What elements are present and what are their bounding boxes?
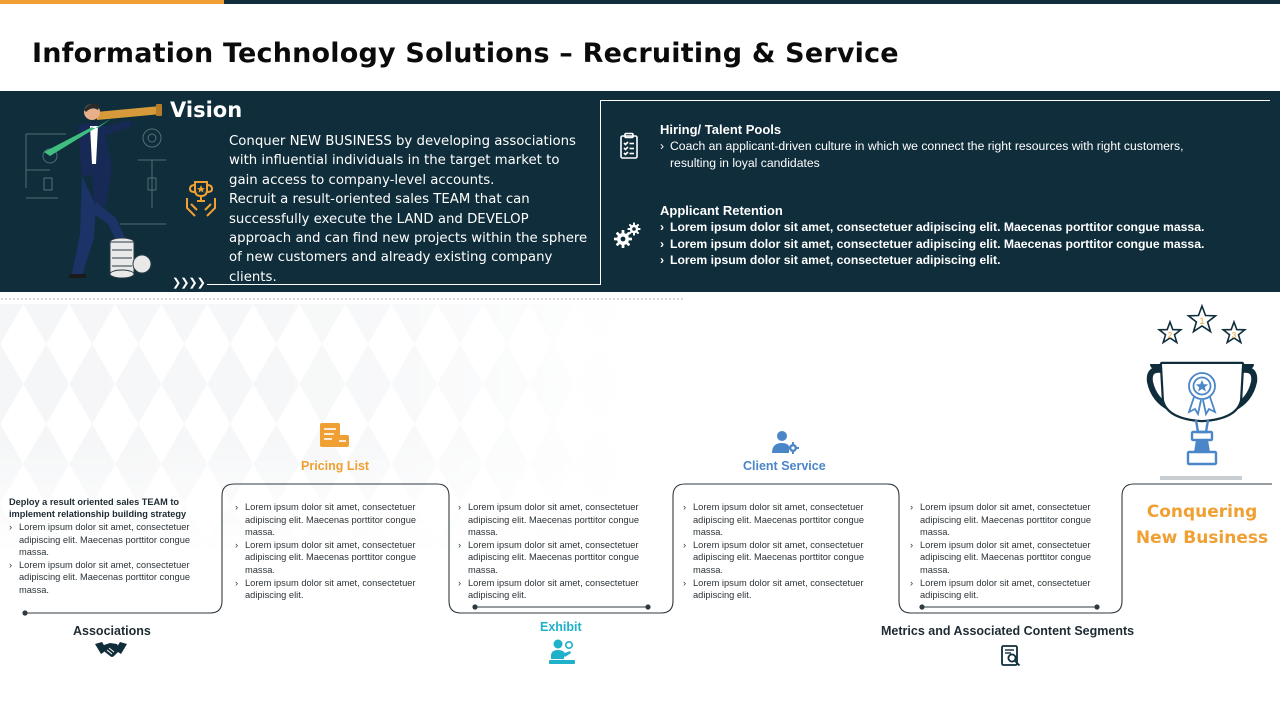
chevron-right-icon: › [660,253,665,267]
top-accent-highlight [0,0,224,4]
top-accent-bar [0,0,1280,4]
chevron-right-icon: › [660,220,665,234]
list-item: › Lorem ipsum dolor sit amet, consectetu… [458,577,639,601]
metrics-bullets: › Lorem ipsum dolor sit amet, consectetu… [910,501,1122,602]
vision-paragraph: Recruit a result-oriented sales TEAM tha… [229,192,588,285]
vision-paragraph: Conquer NEW BUSINESS by developing assoc… [229,134,576,188]
gears-icon [614,222,641,248]
list-item: › Lorem ipsum dolor sit amet, consectetu… [458,502,640,538]
list-item: › Lorem ipsum dolor sit amet, consectetu… [910,577,1091,601]
handshake-icon [95,642,127,657]
page-title: Information Technology Solutions – Recru… [32,38,899,69]
star-rank-1: 1 [1199,316,1204,326]
retention-item: › Lorem ipsum dolor sit amet, consectetu… [660,237,1205,251]
list-item: › Lorem ipsum dolor sit amet, consectetu… [458,539,640,575]
client-service-bullets: › Lorem ipsum dolor sit amet, consectetu… [683,501,895,602]
trophy-icon: 1 2 3 [1146,303,1258,480]
retention-item: › Lorem ipsum dolor sit amet, consectetu… [660,220,1205,234]
list-item: › Lorem ipsum dolor sit amet, consectetu… [235,539,417,575]
goal-text: Conquering New Business [1124,499,1280,551]
client-service-label: Client Service [743,459,826,473]
list-item: › Lorem ipsum dolor sit amet, consectetu… [683,539,865,575]
vision-title: Vision [170,98,243,122]
vision-band [0,91,1280,292]
list-item: › Lorem ipsum dolor sit amet, consectetu… [910,502,1092,538]
list-item: › Lorem ipsum dolor sit amet, consectetu… [683,577,864,601]
goal-line: Conquering [1146,502,1258,522]
hiring-text: › Coach an applicant-driven culture in w… [660,138,1230,171]
clipboard-checklist-icon [620,132,638,159]
chevron-right-icon: › [660,237,665,251]
user-gear-icon [772,431,799,454]
list-item: › Lorem ipsum dolor sit amet, consectetu… [9,522,191,558]
list-item: › Lorem ipsum dolor sit amet, consectetu… [9,559,191,595]
pricing-bullets: › Lorem ipsum dolor sit amet, consectetu… [235,501,447,602]
star-rank-2: 2 [1168,331,1173,340]
vision-text: Conquer NEW BUSINESS by developing assoc… [229,132,591,287]
list-item: › Lorem ipsum dolor sit amet, consectetu… [910,539,1092,575]
price-list-icon [320,423,349,447]
chevron-right-icon: › [660,139,665,153]
hiring-line: resulting in loyal candidates [670,155,820,170]
trophy-hands-icon [186,181,216,217]
exhibit-label: Exhibit [540,620,582,634]
chevrons-decoration: ❯❯❯❯ [172,277,206,289]
dotted-divider [0,297,684,301]
timeline-path [22,483,1272,616]
hiring-line: Coach an applicant-driven culture in whi… [670,139,1184,153]
metrics-label: Metrics and Associated Content Segments [881,624,1135,638]
hiring-heading: Hiring/ Talent Pools [660,122,782,137]
list-item: › Lorem ipsum dolor sit amet, consectetu… [683,502,865,538]
associations-heading: Deploy a result oriented sales TEAM to i… [9,497,187,520]
list-item: › Lorem ipsum dolor sit amet, consectetu… [235,502,417,538]
businessman-telescope-illustration [25,103,166,279]
pricing-list-label: Pricing List [301,459,370,473]
report-magnifier-icon [1001,645,1021,667]
associations-bullets: › Lorem ipsum dolor sit amet, consectetu… [9,521,219,597]
goal-line: New Business [1135,528,1269,548]
retention-heading: Applicant Retention [660,203,783,218]
star-rank-3: 3 [1232,331,1237,340]
list-item: › Lorem ipsum dolor sit amet, consectetu… [235,577,416,601]
panel-top-divider [600,100,1270,101]
exhibit-bullets: › Lorem ipsum dolor sit amet, consectetu… [458,501,670,602]
associations-label: Associations [73,624,151,638]
person-presenting-icon [549,639,575,664]
retention-item: › Lorem ipsum dolor sit amet, consectetu… [660,253,1001,267]
vision-divider [207,284,601,285]
vision-divider-vertical [600,101,601,285]
